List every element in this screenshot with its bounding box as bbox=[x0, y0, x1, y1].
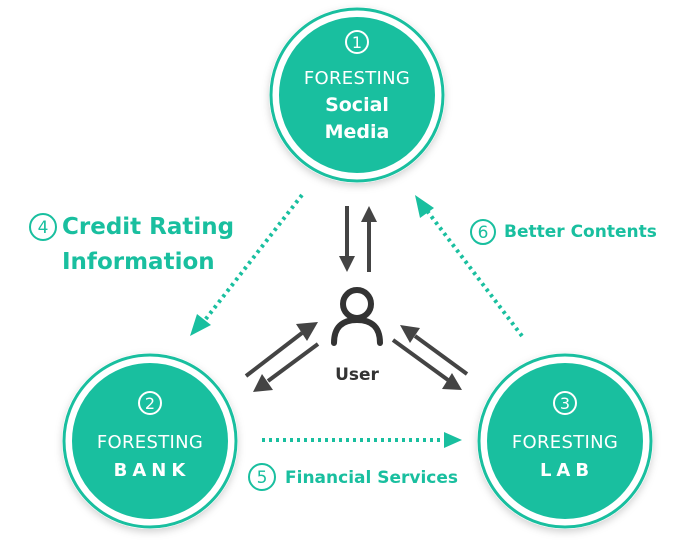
step-5-number: 5 bbox=[257, 468, 268, 488]
user-icon bbox=[331, 287, 383, 346]
step-1-badge bbox=[345, 30, 369, 54]
user-label: User bbox=[335, 365, 379, 385]
social-media-circle bbox=[275, 13, 439, 177]
step-2-number: 2 bbox=[145, 394, 155, 413]
social-brand-label: FORESTING bbox=[304, 68, 410, 89]
flow-financial-services: 5 Financial Services bbox=[248, 432, 462, 491]
flow-better-contents: 6 Better Contents bbox=[415, 195, 657, 338]
social-line1-label: Social bbox=[325, 94, 389, 116]
bank-sub-label: BANK bbox=[114, 460, 191, 481]
credit-rating-label-line1: Credit Rating bbox=[62, 214, 234, 240]
arrow-up-icon bbox=[361, 206, 377, 222]
step-6-badge bbox=[470, 219, 496, 245]
step-6-number: 6 bbox=[478, 223, 489, 243]
better-contents-label: Better Contents bbox=[504, 222, 657, 242]
step-3-number: 3 bbox=[560, 394, 570, 413]
arrow-to-bank-icon bbox=[253, 374, 273, 392]
arrow-to-user-icon bbox=[296, 322, 318, 341]
credit-rating-label-line2: Information bbox=[62, 249, 215, 275]
step-3-badge bbox=[553, 391, 577, 415]
arrow-down-icon bbox=[339, 256, 355, 272]
arrow-to-lab-icon bbox=[442, 373, 462, 390]
dotted-arrow-head-icon bbox=[190, 314, 211, 336]
bank-brand-label: FORESTING bbox=[97, 432, 203, 453]
user-bank-exchange-arrows bbox=[244, 322, 320, 392]
user-social-exchange-arrows bbox=[339, 206, 377, 272]
lab-brand-label: FORESTING bbox=[512, 432, 618, 453]
dotted-arrow-head-icon bbox=[444, 432, 462, 448]
bank-circle bbox=[68, 359, 232, 523]
social-line2-label: Media bbox=[325, 121, 390, 143]
node-social-media: 1 FORESTING Social Media bbox=[269, 7, 445, 183]
step-1-number: 1 bbox=[352, 33, 362, 52]
user-node: User bbox=[331, 287, 383, 385]
financial-services-label: Financial Services bbox=[285, 468, 458, 488]
dotted-arrow-head-icon bbox=[415, 195, 434, 218]
lab-sub-label: LAB bbox=[540, 460, 594, 481]
arrow-to-user-from-lab-icon bbox=[400, 325, 420, 343]
step-4-badge bbox=[29, 213, 57, 241]
flow-credit-rating: 4 Credit Rating Information bbox=[29, 193, 304, 336]
node-lab: 3 FORESTING LAB bbox=[477, 353, 653, 529]
step-5-badge bbox=[248, 463, 276, 491]
step-4-number: 4 bbox=[38, 218, 49, 238]
step-2-badge bbox=[138, 391, 162, 415]
node-bank: 2 FORESTING BANK bbox=[62, 353, 238, 529]
lab-circle bbox=[483, 359, 647, 523]
user-lab-exchange-arrows bbox=[391, 325, 469, 390]
